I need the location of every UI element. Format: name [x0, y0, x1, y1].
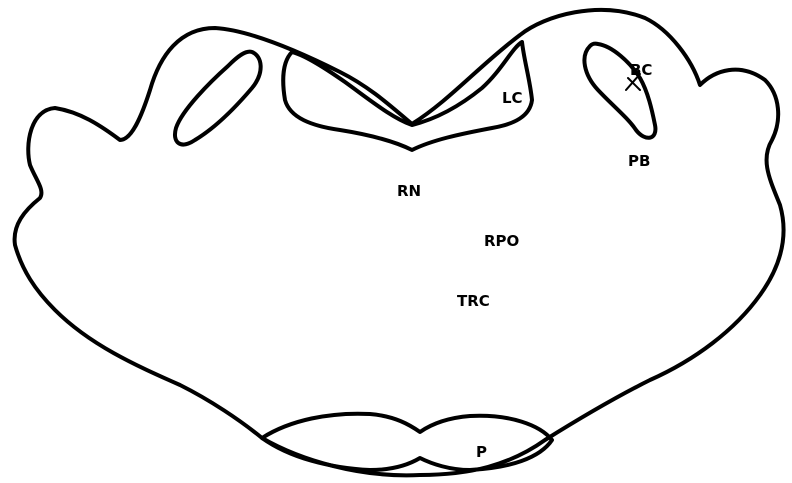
label-rpo: RPO	[484, 232, 519, 250]
label-bc: BC	[630, 61, 652, 79]
label-lc: LC	[502, 89, 523, 107]
section-outline	[15, 10, 784, 475]
label-p: P	[476, 443, 487, 461]
label-pb: PB	[628, 152, 650, 170]
left-inner-lobe	[175, 52, 261, 145]
label-rn: RN	[397, 182, 421, 200]
label-trc: TRC	[457, 292, 490, 310]
right-inner-structure	[584, 44, 655, 138]
